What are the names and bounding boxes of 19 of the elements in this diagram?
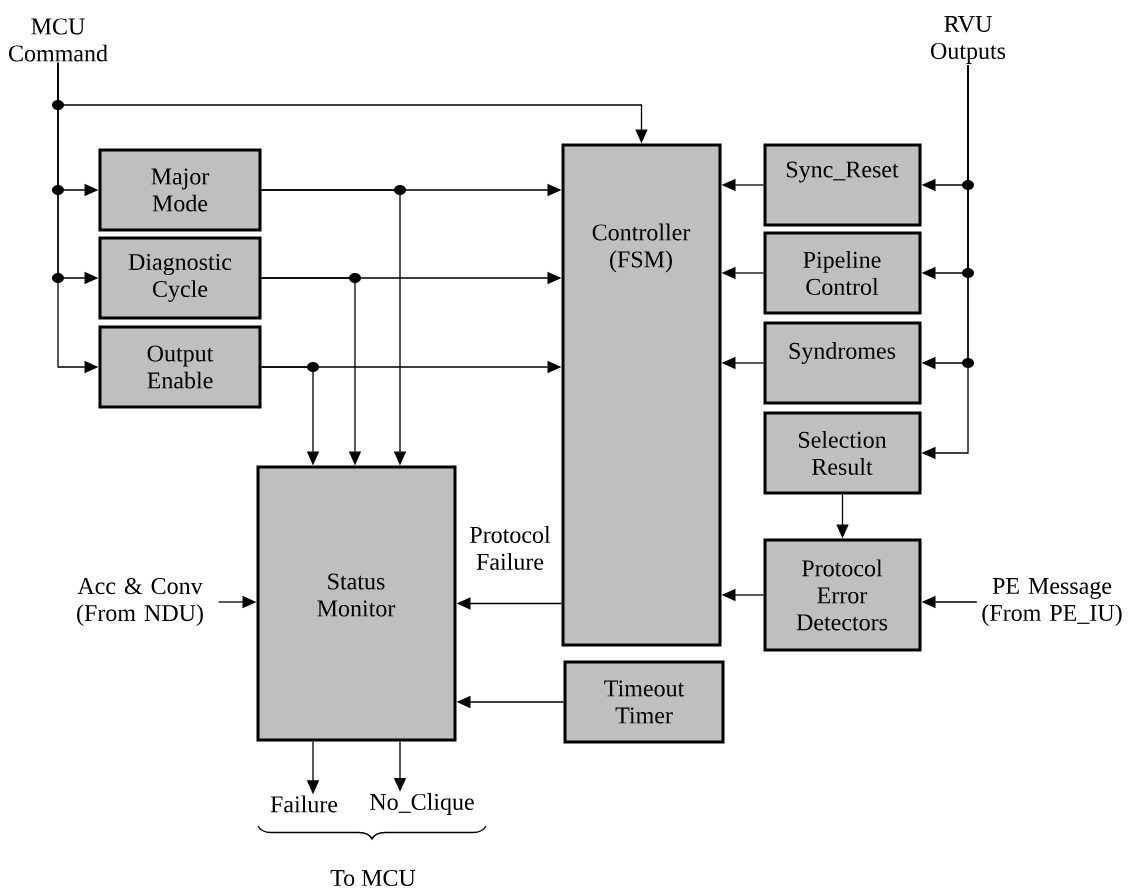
block-box: Output Enable <box>98 325 262 409</box>
block-box: Pipeline Control <box>763 231 922 315</box>
block-box: Status Monitor <box>256 465 457 742</box>
signal-label: Acc & Conv (From NDU) <box>77 577 203 627</box>
block-box: Diagnostic Cycle <box>98 236 262 320</box>
signal-label: No_Clique <box>370 793 474 815</box>
signal-label: PE Message (From PE_IU) <box>982 578 1122 626</box>
block-box: Protocol Error Detectors <box>763 538 922 652</box>
block-box: Selection Result <box>763 411 922 495</box>
block-box: Major Mode <box>98 148 262 232</box>
signal-label: RVU Outputs <box>931 16 1006 64</box>
signal-label: MCU Command <box>9 18 108 62</box>
output-label: To MCU <box>330 869 416 887</box>
block-box: Sync_Reset <box>763 143 922 227</box>
signal-label: Failure <box>270 795 338 813</box>
block-box: Syndromes <box>763 321 922 405</box>
block-box: Timeout Timer <box>563 660 725 744</box>
block-box: Controller (FSM) <box>561 143 722 647</box>
edge-label: Protocol Failure <box>459 525 561 571</box>
